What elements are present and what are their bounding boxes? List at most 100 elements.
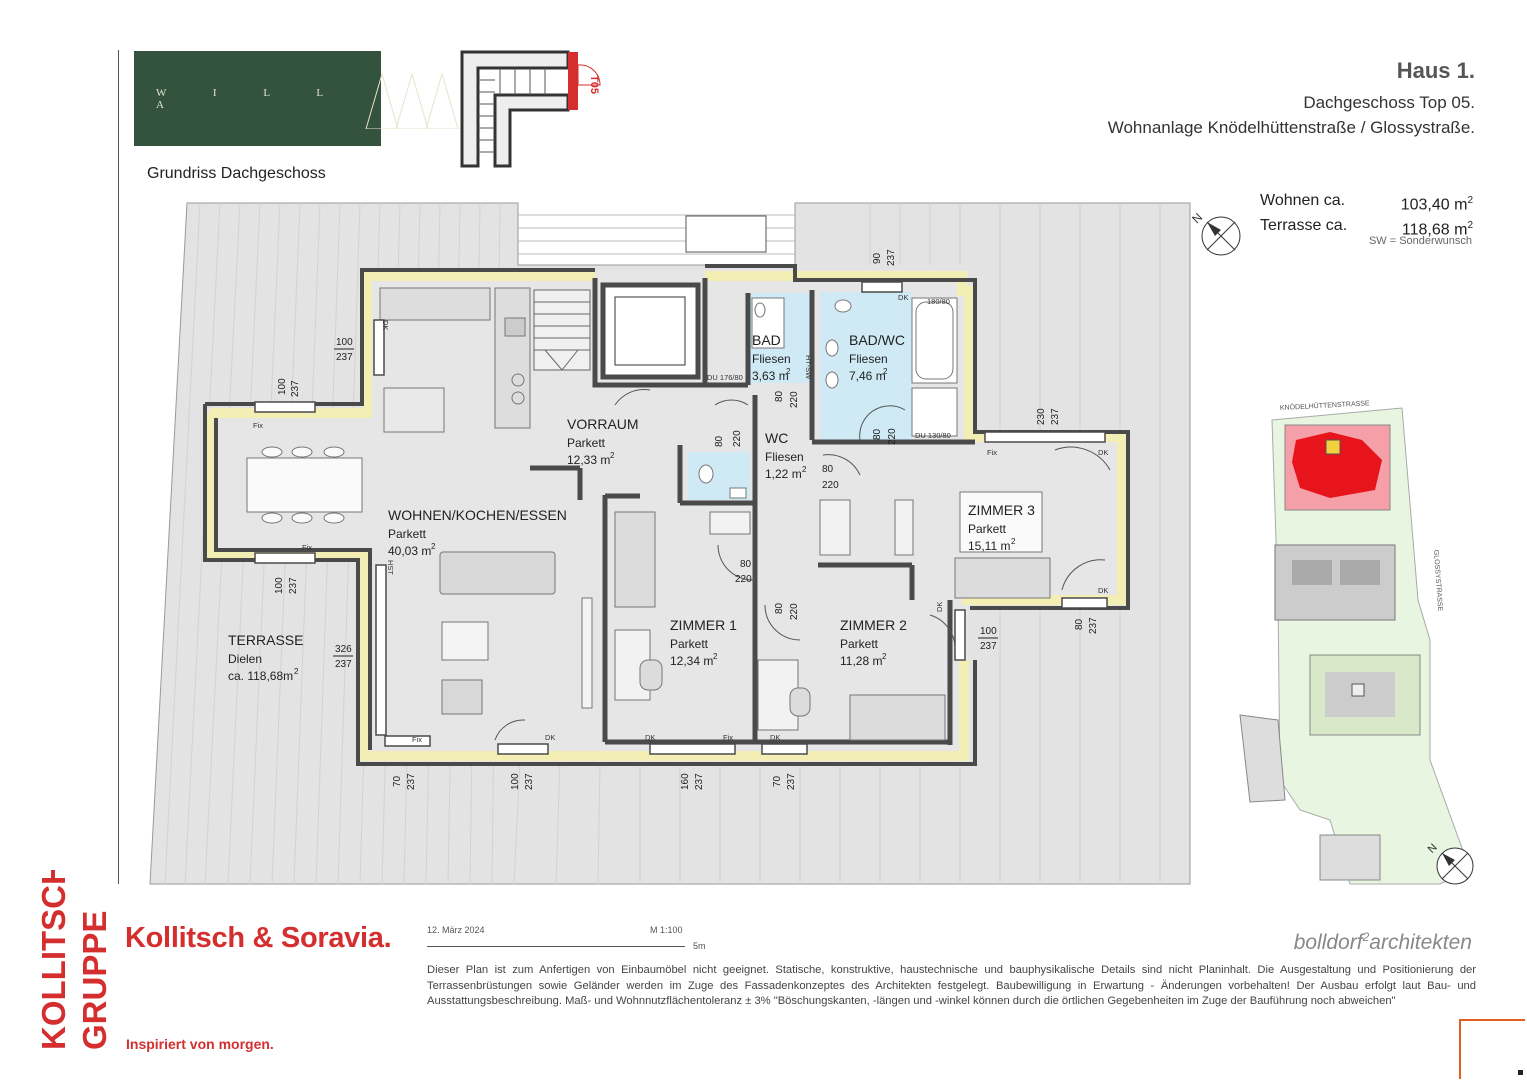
dim-bottom: 237 bbox=[1088, 617, 1099, 634]
label-dk: DK bbox=[898, 293, 908, 302]
dim-fraction: 100 237 bbox=[274, 577, 299, 594]
room-labels: BAD Fliesen 3,63 m 2 BAD/WC Fliesen 7,46… bbox=[228, 332, 1035, 683]
label-dk: DK bbox=[1098, 448, 1108, 457]
room-area-wohnen: 40,03 m bbox=[388, 544, 431, 558]
dim-top: 100 bbox=[510, 773, 521, 790]
scale-bar bbox=[427, 940, 685, 947]
villa-logo: W I L L A bbox=[134, 51, 459, 146]
label-du1: DU 176/80 bbox=[707, 373, 743, 382]
room-floor-terrasse: Dielen bbox=[228, 652, 262, 666]
room-floor-zimmer2: Parkett bbox=[840, 637, 879, 651]
area-summary: Wohnen ca. 103,40 m2 Terrasse ca. 118,68… bbox=[1260, 190, 1473, 241]
north-compass-icon: N bbox=[1189, 210, 1241, 256]
tree-icon bbox=[365, 72, 459, 129]
room-name-zimmer2: ZIMMER 2 bbox=[840, 617, 907, 633]
room-area-wc: 1,22 m bbox=[765, 467, 802, 481]
room-floor-zimmer3: Parkett bbox=[968, 522, 1007, 536]
dim-fraction: 160 237 bbox=[680, 773, 705, 790]
room-floor-zimmer1: Parkett bbox=[670, 637, 709, 651]
dim-fraction: 230 237 bbox=[1036, 408, 1061, 425]
door-dim: 80 220 bbox=[774, 390, 800, 408]
dim-bottom: 237 bbox=[980, 641, 997, 652]
area-label: Terrasse ca. bbox=[1260, 217, 1348, 235]
dim-bottom: 237 bbox=[694, 773, 705, 790]
windows bbox=[254, 281, 1108, 755]
dim-bottom: 237 bbox=[335, 659, 352, 670]
dim-bottom: 220 bbox=[789, 391, 800, 408]
dim-top: 100 bbox=[277, 378, 288, 395]
label-dk: DK bbox=[645, 733, 655, 742]
living-furniture bbox=[439, 551, 593, 715]
room-floor-wc: Fliesen bbox=[765, 450, 804, 464]
dim-bottom: 220 bbox=[735, 574, 752, 585]
street-label: KNÖDELHÜTTENSTRASSE bbox=[1280, 399, 1370, 412]
label-fix: Fix bbox=[302, 543, 312, 552]
dim-top: 230 bbox=[1036, 408, 1047, 425]
dim-bottom: 237 bbox=[886, 249, 897, 266]
area-row-terrasse: Terrasse ca. 118,68 m2 bbox=[1260, 215, 1473, 240]
dim-top: 80 bbox=[714, 435, 725, 447]
label-htsw: HT-SW bbox=[804, 355, 813, 380]
label-dk: DK bbox=[1098, 586, 1108, 595]
label-fix: Fix bbox=[987, 448, 997, 457]
dim-bottom: 237 bbox=[1050, 408, 1061, 425]
room-floor-vorraum: Parkett bbox=[567, 436, 606, 450]
room-area-zimmer2: 11,28 m bbox=[840, 654, 882, 668]
brand-name: Kollitsch & Soravia. bbox=[125, 922, 392, 954]
dim-bottom: 237 bbox=[288, 577, 299, 594]
dim-top: 100 bbox=[336, 337, 353, 348]
dim-top: 326 bbox=[335, 644, 352, 655]
dim-top: 80 bbox=[740, 559, 752, 570]
dim-top: 80 bbox=[774, 390, 785, 402]
label-dk: DK bbox=[545, 733, 555, 742]
dim-fraction: 90 237 bbox=[872, 249, 897, 266]
room-area-zimmer3: 15,11 m bbox=[968, 539, 1010, 553]
subtitle-line-1: Dachgeschoss Top 05. bbox=[1303, 93, 1475, 112]
dimension-labels: 100 237 100 237 100 237 326 237 70 237 1… bbox=[274, 249, 1099, 790]
label-du2: DU 130/80 bbox=[915, 431, 951, 440]
sanitary bbox=[698, 297, 958, 499]
kitchen bbox=[379, 287, 531, 433]
sw-note: SW = Sonderwunsch bbox=[1368, 235, 1472, 247]
sup-2: 2 bbox=[883, 367, 888, 376]
label-dk: DK bbox=[381, 320, 390, 330]
room-name-bad: BAD bbox=[752, 332, 781, 348]
dim-top: 100 bbox=[274, 577, 285, 594]
room-furniture bbox=[614, 491, 1051, 741]
dim-fraction: 80 237 bbox=[1074, 617, 1099, 634]
room-floor-badwc: Fliesen bbox=[849, 352, 888, 366]
label-fix: Fix bbox=[723, 733, 733, 742]
site-plan: KNÖDELHÜTTENSTRASSE GLOSSYSTRASSE bbox=[1239, 399, 1471, 885]
compass-letter: N bbox=[1189, 210, 1205, 226]
dim-fraction: 100 237 bbox=[978, 626, 998, 652]
dining-table bbox=[246, 446, 363, 524]
door-dim: 80 220 bbox=[774, 602, 800, 620]
sup-2: 2 bbox=[882, 652, 887, 661]
staircase bbox=[533, 289, 591, 371]
area-value-wrap: 118,68 m2 bbox=[1401, 220, 1473, 239]
logo-line-1: KOLLITSCH bbox=[35, 870, 72, 1050]
dim-fraction: 100 237 bbox=[334, 337, 354, 363]
dim-bottom: 237 bbox=[406, 773, 417, 790]
dim-fraction: 70 237 bbox=[392, 773, 417, 790]
room-area-zimmer1: 12,34 m bbox=[670, 654, 713, 668]
scale-bar-end: 5m bbox=[693, 941, 706, 951]
door-swings bbox=[494, 389, 1111, 741]
room-name-wohnen: WOHNEN/KOCHEN/ESSEN bbox=[388, 507, 567, 523]
room-area-vorraum: 12,33 m bbox=[567, 453, 610, 467]
area-value: 103,40 m bbox=[1400, 196, 1468, 214]
door-dim: 80 220 bbox=[872, 428, 898, 445]
dim-bottom: 237 bbox=[524, 773, 535, 790]
sup-2: 2 bbox=[786, 367, 791, 376]
label-fix: Fix bbox=[412, 735, 422, 744]
plan-date: 12. März 2024 bbox=[427, 925, 485, 935]
label-dk: DK bbox=[935, 602, 944, 612]
area-value-wrap: 103,40 m2 bbox=[1400, 195, 1473, 214]
room-name-vorraum: VORRAUM bbox=[567, 416, 639, 432]
dim-fraction: 70 237 bbox=[772, 773, 797, 790]
architect-logo: bolldorf2architekten bbox=[1293, 930, 1472, 954]
dim-top: 80 bbox=[1074, 618, 1085, 630]
site-compass-icon: N bbox=[1426, 842, 1474, 885]
dim-fraction: 100 237 bbox=[277, 378, 301, 397]
